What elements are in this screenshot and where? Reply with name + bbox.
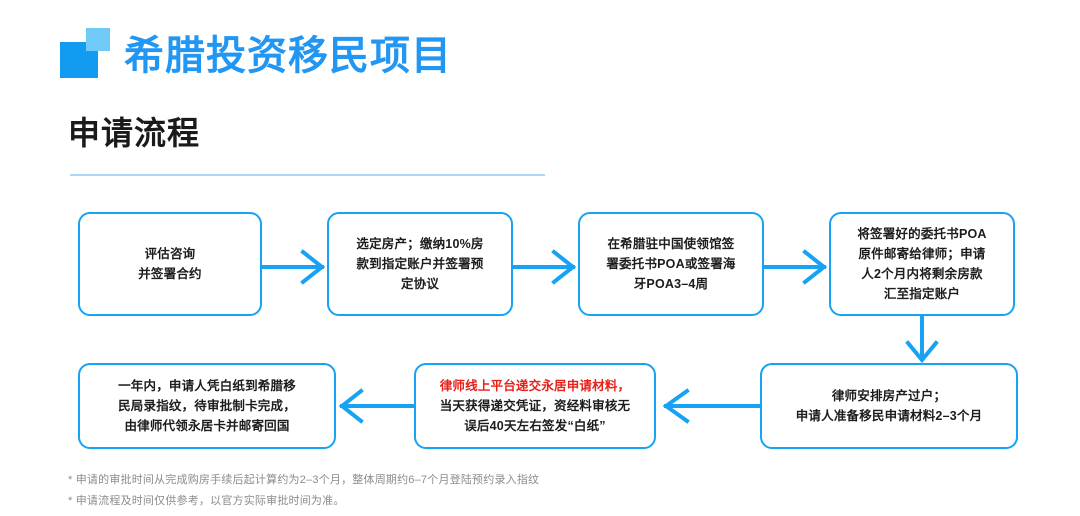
footnotes: * 申请的审批时间从完成购房手续后起计算约为2–3个月，整体周期约6–7个月登陆… bbox=[68, 470, 768, 513]
line: 由律师代领永居卡并邮寄回国 bbox=[124, 419, 290, 434]
flow-step-2-text: 选定房产；缴纳10%房 款到指定账户并签署预 定协议 bbox=[356, 234, 483, 295]
flow-step-4-text: 将签署好的委托书POA 原件邮寄给律师；申请 人2个月内将剩余房款 汇至指定账户 bbox=[857, 224, 986, 305]
line: 律师安排房产过户； bbox=[831, 388, 947, 403]
flow-step-6-text: 律师线上平台递交永居申请材料， 当天获得递交凭证，资经料审核无 误后40天左右签… bbox=[440, 376, 631, 437]
flow-step-7[interactable]: 一年内，申请人凭白纸到希腊移 民局录指纹，待审批制卡完成， 由律师代领永居卡并邮… bbox=[78, 363, 336, 449]
flow-step-5[interactable]: 律师安排房产过户； 申请人准备移民申请材料2–3个月 bbox=[760, 363, 1018, 449]
flow-step-3[interactable]: 在希腊驻中国使领馆签 署委托书POA或签署海 牙POA3–4周 bbox=[578, 212, 764, 316]
arrow-left-icon bbox=[336, 387, 416, 425]
line: 定协议 bbox=[400, 277, 440, 292]
arrow-down-icon bbox=[903, 315, 941, 365]
line-highlighted: 律师线上平台递交永居申请材料， bbox=[439, 378, 631, 393]
line: 当天获得递交凭证，资经料审核无 bbox=[439, 398, 631, 413]
arrow-right-icon bbox=[262, 248, 328, 286]
flow-step-2[interactable]: 选定房产；缴纳10%房 款到指定账户并签署预 定协议 bbox=[327, 212, 513, 316]
logo-square-small bbox=[86, 28, 110, 51]
arrow-right-icon bbox=[513, 248, 579, 286]
line: 误后40天左右签发“白纸” bbox=[464, 419, 606, 434]
line: 款到指定账户并签署预 bbox=[356, 256, 484, 271]
arrow-right-icon bbox=[764, 248, 830, 286]
flow-step-4[interactable]: 将签署好的委托书POA 原件邮寄给律师；申请 人2个月内将剩余房款 汇至指定账户 bbox=[829, 212, 1015, 316]
line: 申请人准备移民申请材料2–3个月 bbox=[795, 409, 983, 423]
page-title: 申请流程 bbox=[68, 115, 201, 151]
line: 一年内，申请人凭白纸到希腊移 bbox=[118, 378, 296, 393]
line: 在希腊驻中国使领馆签 bbox=[607, 236, 735, 251]
line: 选定房产；缴纳10%房 bbox=[356, 236, 484, 251]
line: 评估咨询 bbox=[144, 246, 196, 261]
square-logo-icon bbox=[60, 28, 116, 78]
footnote-item: * 申请的审批时间从完成购房手续后起计算约为2–3个月，整体周期约6–7个月登陆… bbox=[68, 474, 540, 486]
flow-step-1-text: 评估咨询 并签署合约 bbox=[138, 244, 202, 285]
line: 人2个月内将剩余房款 bbox=[861, 267, 983, 281]
flow-step-5-text: 律师安排房产过户； 申请人准备移民申请材料2–3个月 bbox=[796, 386, 983, 427]
flow-step-7-text: 一年内，申请人凭白纸到希腊移 民局录指纹，待审批制卡完成， 由律师代领永居卡并邮… bbox=[118, 376, 296, 437]
line: 署委托书POA或签署海 bbox=[606, 256, 736, 271]
line: 将签署好的委托书POA bbox=[857, 226, 987, 241]
flow-step-1[interactable]: 评估咨询 并签署合约 bbox=[78, 212, 262, 316]
line: 汇至指定账户 bbox=[883, 287, 961, 302]
line: 并签署合约 bbox=[138, 267, 202, 281]
line: 原件邮寄给律师；申请 bbox=[858, 246, 986, 261]
flow-step-3-text: 在希腊驻中国使领馆签 署委托书POA或签署海 牙POA3–4周 bbox=[606, 234, 735, 295]
title-divider bbox=[70, 174, 545, 176]
brand-header: 希腊投资移民项目 bbox=[60, 18, 452, 78]
line: 民局录指纹，待审批制卡完成， bbox=[118, 398, 296, 413]
flow-step-6[interactable]: 律师线上平台递交永居申请材料， 当天获得递交凭证，资经料审核无 误后40天左右签… bbox=[414, 363, 656, 449]
line: 牙POA3–4周 bbox=[633, 277, 709, 292]
arrow-left-icon bbox=[660, 387, 760, 425]
brand-title: 希腊投资移民项目 bbox=[124, 34, 452, 78]
footnote-item: * 申请流程及时间仅供参考，以官方实际审批时间为准。 bbox=[68, 495, 345, 508]
